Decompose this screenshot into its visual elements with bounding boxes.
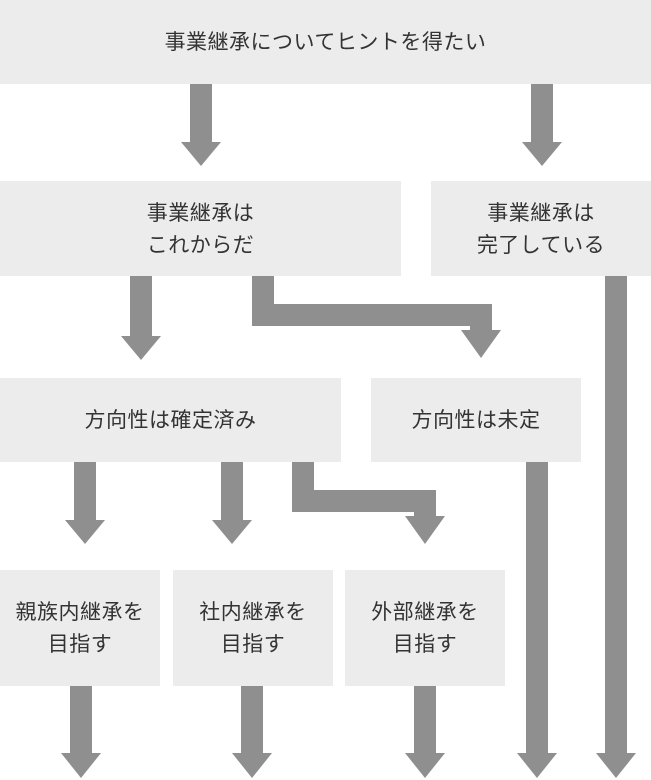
node-family-label: 親族内継承を 目指す [15,600,145,656]
node-internal: 社内継承を 目指す [173,570,333,686]
arrow-fixed-to-internal [212,462,252,544]
arrow-fixed-to-external [292,462,445,544]
node-hint-label: 事業継承についてヒントを得たい [164,30,487,54]
node-external-label: 外部継承を 目指す [371,600,479,656]
node-starting: 事業継承は これからだ [0,181,401,276]
arrow-hint-to-starting [181,84,221,166]
node-starting-label: 事業継承は これからだ [146,200,255,257]
arrow-family-down [61,686,101,778]
node-external: 外部継承を 目指す [345,570,505,686]
node-completed: 事業継承は 完了している [431,181,651,276]
node-family: 親族内継承を 目指す [0,570,160,686]
node-completed-label: 事業継承は 完了している [476,200,606,257]
node-direction-fixed: 方向性は確定済み [0,378,341,462]
arrow-completed-down [596,276,636,778]
node-hint: 事業継承についてヒントを得たい [0,0,651,84]
arrow-external-down [405,686,445,778]
node-direction-fixed-label: 方向性は確定済み [84,408,257,432]
arrow-undecided-down [517,462,557,778]
node-direction-undecided-label: 方向性は未定 [411,408,541,432]
arrow-fixed-to-family [65,462,105,544]
arrow-starting-to-direction-undecided [252,276,501,358]
arrow-starting-to-direction-fixed [121,276,161,360]
arrow-hint-to-completed [522,84,562,166]
node-direction-undecided: 方向性は未定 [371,378,581,462]
arrow-internal-down [232,686,272,778]
node-internal-label: 社内継承を 目指す [199,600,307,656]
